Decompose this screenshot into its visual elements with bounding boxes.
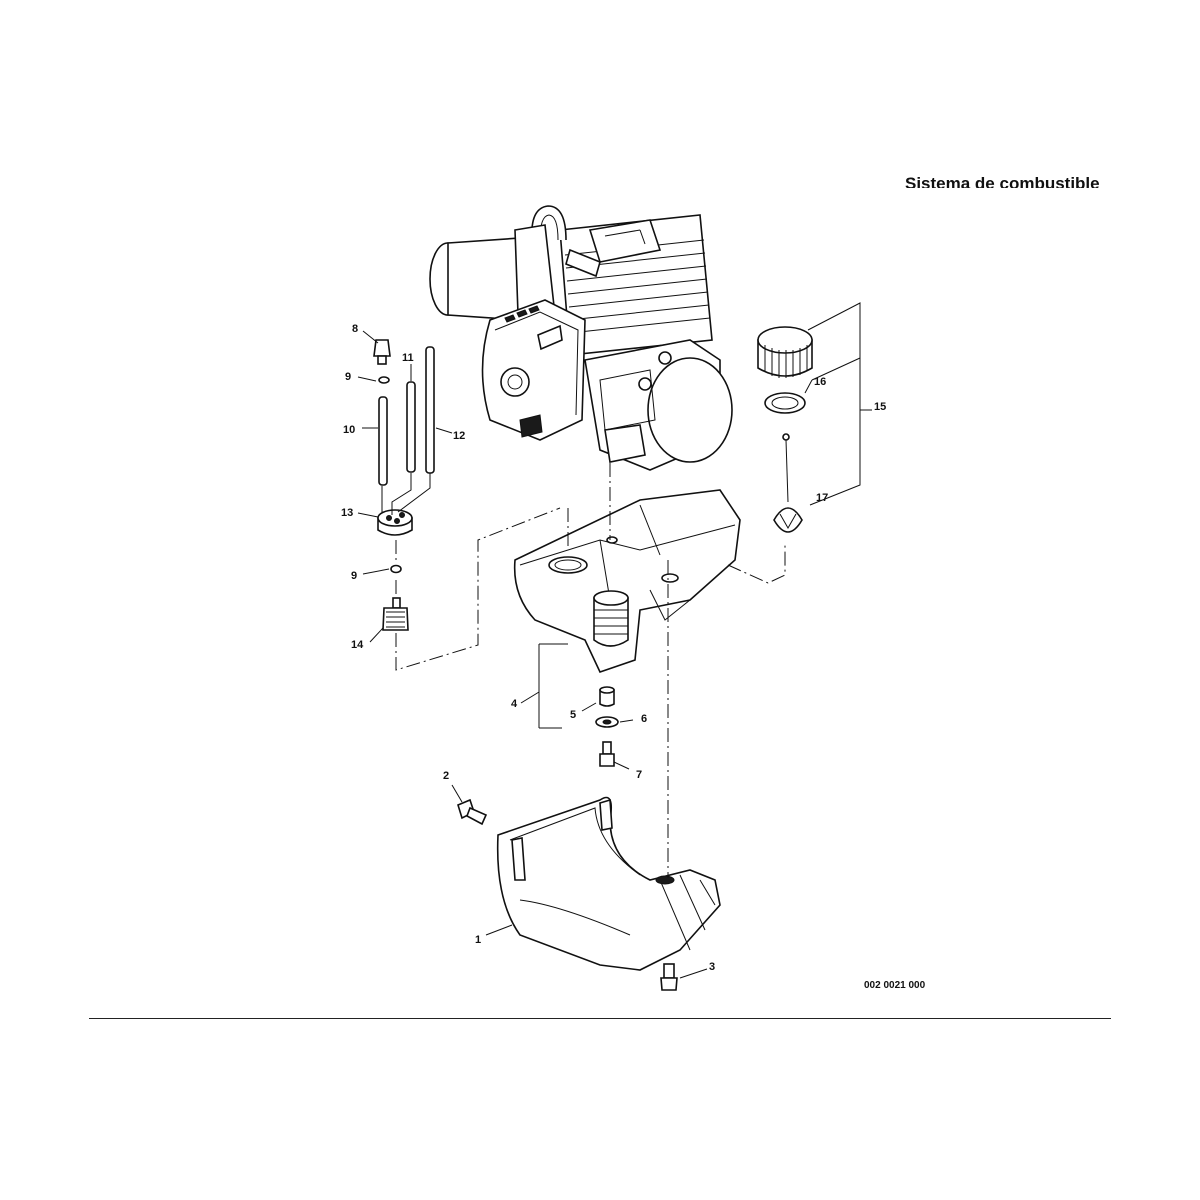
callout-17: 17: [816, 492, 828, 504]
page-title: Sistema de combustible: [905, 174, 1100, 188]
fuel-cap-assembly: [757, 326, 813, 533]
callout-12: 12: [453, 430, 465, 442]
callout-9-upper: 9: [345, 371, 351, 383]
small-hardware: [595, 686, 619, 767]
alignment-lines: [395, 463, 786, 878]
callout-14: 14: [351, 639, 364, 651]
callout-9-lower: 9: [351, 570, 357, 582]
callout-2: 2: [443, 770, 449, 782]
callout-8: 8: [352, 323, 358, 335]
tank-guard: [496, 796, 721, 971]
callout-4: 4: [511, 698, 518, 710]
drawing-code: 002 0021 000: [864, 980, 926, 991]
callout-1: 1: [475, 934, 481, 946]
fuel-line-parts: [373, 339, 435, 631]
callout-16: 16: [814, 376, 826, 388]
callout-10: 10: [343, 424, 355, 436]
callout-7: 7: [636, 769, 642, 781]
bolts: [457, 798, 678, 991]
callout-6: 6: [641, 713, 647, 725]
callout-3: 3: [709, 961, 715, 973]
footer-divider: [89, 1018, 1111, 1019]
callout-5: 5: [570, 709, 576, 721]
engine-assembly: [429, 205, 733, 471]
callout-11: 11: [402, 352, 414, 364]
callout-labels: 1 2 3 4 5 6 7 8 9 9 10 11 12 13 14 15 16…: [341, 323, 886, 973]
leader-lines: [357, 302, 872, 979]
callout-15: 15: [874, 401, 886, 413]
fuel-tank: [513, 489, 741, 673]
callout-13: 13: [341, 507, 353, 519]
